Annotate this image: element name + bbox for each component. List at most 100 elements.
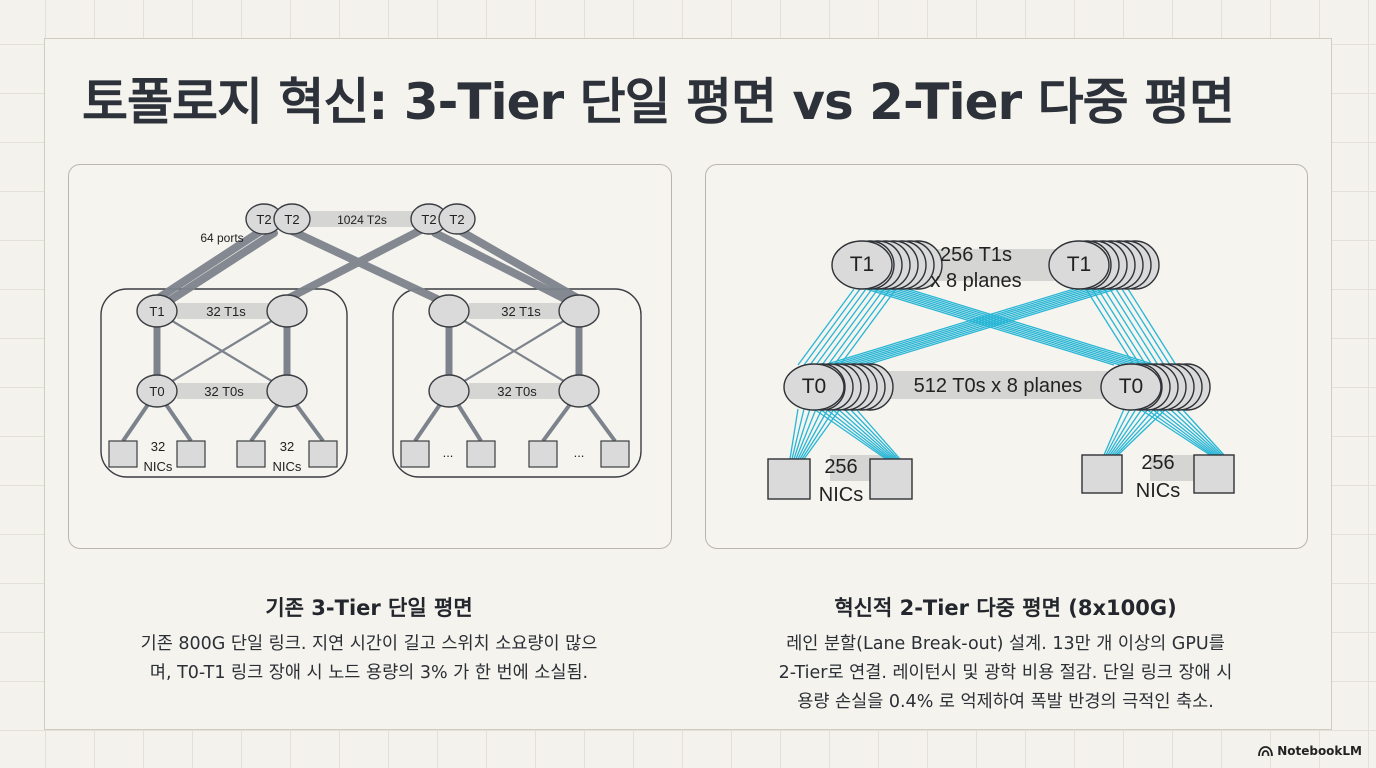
left-caption-text: 기존 800G 단일 링크. 지연 시간이 길고 스위치 소요량이 많으 며, …	[68, 630, 670, 688]
t0-node-stack-right	[1100, 363, 1211, 411]
t1-count-label: 256 T1s	[940, 244, 1012, 266]
ellipsis-label: ...	[574, 445, 585, 460]
t1-node	[266, 294, 308, 328]
two-tier-diagram: T1 T1 256 T1s x 8 planes T0 T0 512 T0s x…	[767, 240, 1235, 506]
ports-label: 64 ports	[200, 231, 243, 245]
t2-count-bar	[287, 211, 431, 227]
nic-box	[600, 440, 630, 468]
page-title: 토폴로지 혁신: 3-Tier 단일 평면 vs 2-Tier 다중 평면	[82, 73, 1235, 131]
plane-link	[839, 288, 897, 366]
nic-count-label: 32	[151, 439, 165, 454]
t1-node-label: T1	[1067, 253, 1092, 276]
t0-count-label: 32 T0s	[497, 384, 537, 399]
plane-link	[1097, 288, 1147, 366]
plane-link	[865, 288, 1117, 366]
plane-link	[1115, 288, 1165, 366]
notebooklm-brand: NotebookLM	[1258, 744, 1362, 758]
plane-link	[1157, 408, 1217, 456]
plane-link	[1091, 288, 1141, 366]
plane-link	[789, 408, 799, 460]
nic-unit-label: NICs	[1136, 480, 1180, 502]
plane-link	[801, 408, 835, 460]
t0-node-label: T0	[149, 384, 164, 399]
notebooklm-logo-icon	[1258, 745, 1274, 756]
nic-count-label: 32	[280, 439, 294, 454]
plane-link	[855, 408, 901, 460]
t1-count-bar-left	[177, 303, 281, 319]
t0-node	[783, 363, 845, 411]
plane-link	[1163, 408, 1219, 456]
t1-count-label: 32 T1s	[206, 304, 246, 319]
plane-link	[843, 408, 897, 460]
right-caption-heading: 혁신적 2-Tier 다중 평면 (8x100G)	[834, 596, 1177, 620]
nic-unit-label: NICs	[144, 459, 173, 474]
plane-link	[1169, 408, 1221, 456]
plane-link	[791, 408, 805, 460]
t1-planes-label: x 8 planes	[930, 270, 1021, 292]
plane-links	[789, 288, 1225, 460]
plane-link	[799, 408, 829, 460]
plane-link	[1085, 288, 1135, 366]
plane-link	[803, 288, 861, 366]
plane-link	[1151, 408, 1215, 456]
nic-box	[869, 458, 913, 500]
plane-link	[793, 408, 811, 460]
t1-node-label: T1	[850, 253, 875, 276]
t2-node	[273, 203, 311, 235]
plane-link	[841, 288, 1093, 366]
t0-count-bar-left	[177, 383, 281, 399]
plane-link	[815, 288, 873, 366]
nic-unit-label: NICs	[819, 484, 863, 506]
t1-node-label: T1	[149, 304, 164, 319]
plane-link	[889, 288, 1139, 366]
t1-count-label: 32 T1s	[501, 304, 541, 319]
plane-link	[853, 288, 1105, 366]
right-caption-line: 2-Tier로 연결. 레이턴시 및 광학 비용 절감. 단일 링크 장애 시	[778, 663, 1233, 683]
plane-link	[797, 288, 855, 366]
t0-node	[1100, 363, 1162, 411]
plane-link	[797, 408, 823, 460]
plane-link	[1181, 408, 1225, 456]
t1-node	[428, 294, 470, 328]
nic-box	[308, 440, 338, 468]
nic-box	[528, 440, 558, 468]
pod-vertical-links	[153, 325, 583, 377]
plane-link	[895, 288, 1145, 366]
plane-link	[1127, 288, 1177, 366]
t2-node-label: T2	[284, 212, 299, 227]
plane-link	[847, 288, 1099, 366]
t2-node-label: T2	[421, 212, 436, 227]
t2-t1-links	[153, 225, 583, 305]
nic-count-label: 256	[1141, 452, 1174, 474]
plane-link	[883, 288, 1133, 366]
t1-node	[1048, 240, 1110, 290]
two-tier-diagram-panel: T1 T1 256 T1s x 8 planes T0 T0 512 T0s x…	[705, 164, 1308, 549]
plane-link	[1175, 408, 1223, 456]
nic-box	[236, 440, 266, 468]
t1-node	[558, 294, 600, 328]
plane-link	[795, 408, 817, 460]
nic-box	[767, 458, 811, 500]
plane-link	[907, 288, 1157, 366]
t1-node	[136, 294, 178, 328]
left-caption-heading: 기존 3-Tier 단일 평면	[265, 596, 473, 620]
nic-box	[1193, 454, 1235, 494]
plane-link	[829, 288, 1081, 366]
right-caption-line: 용량 손실을 0.4% 로 억제하여 폭발 반경의 극적인 축소.	[797, 692, 1214, 712]
plane-link	[803, 408, 841, 460]
plane-link	[1145, 408, 1213, 456]
t0-node	[428, 374, 470, 408]
t0-node	[558, 374, 600, 408]
t1-node-stack-left	[831, 240, 943, 290]
plane-link	[1103, 288, 1153, 366]
plane-link	[809, 288, 867, 366]
plane-link	[1115, 408, 1161, 456]
t0-node-label: T0	[802, 375, 827, 398]
plane-link	[837, 408, 895, 460]
nic-box	[108, 440, 138, 468]
plane-link	[1109, 288, 1159, 366]
plane-link	[1103, 408, 1125, 456]
plane-link	[859, 288, 1111, 366]
plane-link	[901, 288, 1151, 366]
plane-link	[1105, 408, 1131, 456]
